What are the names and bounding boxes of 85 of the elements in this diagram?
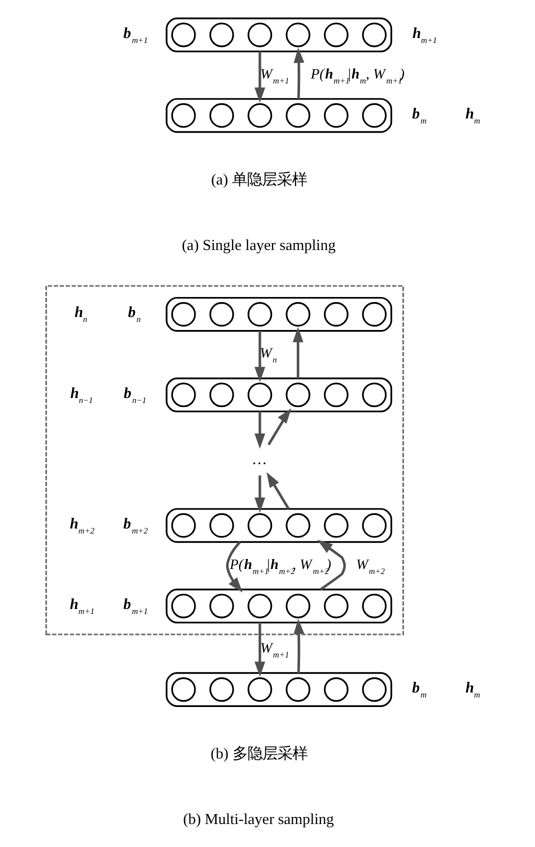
node-circle: [209, 103, 234, 128]
cluster: [166, 508, 392, 543]
node-circle: [171, 103, 196, 128]
node-circle: [286, 382, 310, 408]
node-circle: [209, 302, 234, 327]
node-circle: [248, 22, 272, 48]
arrow: [294, 48, 304, 99]
node-circle: [362, 513, 387, 538]
node-circle: [324, 513, 348, 538]
cluster: [166, 98, 392, 133]
node-label: b$_{n}$: [128, 304, 141, 324]
node-circle: [248, 103, 272, 128]
cluster: [166, 378, 392, 412]
arrow: [254, 475, 266, 513]
arrow: [254, 51, 266, 103]
node-circle: [248, 513, 272, 538]
node-circle: [362, 103, 387, 128]
node-label: h$_{n−1}$: [70, 384, 94, 405]
node-label: b$_{m+2}$: [123, 515, 148, 536]
node-circle: [362, 302, 387, 327]
node-label: b$_{n−1}$: [124, 384, 146, 405]
arrow: [317, 540, 346, 591]
node-label: b$_{m+1}$: [123, 24, 148, 45]
node-label: h$_{m+1}$: [412, 24, 438, 45]
cluster: [166, 18, 392, 52]
node-circle: [362, 677, 387, 702]
edge-label: W$_{m+1}$: [260, 640, 290, 660]
node-circle: [171, 513, 196, 538]
node-circle: [286, 513, 310, 538]
node-circle: [209, 22, 234, 48]
node-circle: [209, 677, 234, 702]
node-circle: [171, 677, 196, 702]
node-circle: [286, 103, 310, 128]
label: (b) 多隐层采样: [210, 746, 308, 763]
edge-label: P(h$_{m+1}$|h$_{m}$, W$_{m+1}$): [310, 66, 405, 86]
cluster: [166, 296, 392, 332]
label: (a) 单隐层采样: [211, 171, 307, 188]
arrow: [254, 622, 266, 677]
node-label: h$_{m}$: [466, 679, 480, 700]
node-label: h$_{n}$: [74, 304, 88, 324]
node-circle: [362, 22, 387, 48]
edge-label: P(h$_{m+1}$|h$_{m+2}$, W$_{m+2}$): [230, 556, 332, 576]
node-circle: [209, 513, 234, 538]
node-circle: [286, 594, 310, 618]
node-circle: [209, 382, 234, 408]
arrow: [292, 327, 304, 378]
arrow: [254, 330, 266, 382]
node-circle: [171, 22, 196, 48]
node-circle: [324, 302, 348, 327]
arrow: [268, 408, 292, 446]
node-circle: [324, 677, 348, 702]
arrow: [294, 618, 304, 674]
node-label: b$_{m}$: [412, 105, 427, 126]
node-circle: [324, 103, 348, 128]
node-circle: [362, 594, 387, 618]
node-circle: [171, 382, 196, 408]
node-label: h$_{m+2}$: [70, 515, 94, 536]
cluster: [166, 672, 392, 707]
node-circle: [324, 382, 348, 408]
label: (a) Single layer sampling: [182, 236, 336, 254]
arrow: [226, 541, 242, 592]
node-circle: [324, 22, 348, 48]
arrow: [266, 472, 290, 510]
node-circle: [171, 594, 196, 618]
node-circle: [248, 594, 272, 618]
node-circle: [248, 302, 272, 327]
node-label: h$_{m+1}$: [70, 596, 94, 616]
node-circle: [286, 302, 310, 327]
node-label: b$_{m}$: [412, 679, 427, 700]
edge-label: W$_{m+1}$: [260, 66, 290, 86]
node-circle: [248, 382, 272, 408]
node-label: h$_{m}$: [466, 105, 480, 126]
node-circle: [362, 382, 387, 408]
node-circle: [248, 677, 272, 702]
node-circle: [286, 677, 310, 702]
edge-label: W$_{m+2}$: [356, 556, 385, 576]
node-label: b$_{m+1}$: [123, 596, 148, 616]
label: (b) Multi-layer sampling: [183, 810, 334, 828]
arrow: [254, 411, 266, 449]
node-circle: [171, 302, 196, 327]
node-circle: [324, 594, 348, 618]
node-circle: [209, 594, 234, 618]
node-text: …: [252, 450, 268, 468]
node-circle: [286, 22, 310, 48]
cluster: [166, 588, 392, 624]
